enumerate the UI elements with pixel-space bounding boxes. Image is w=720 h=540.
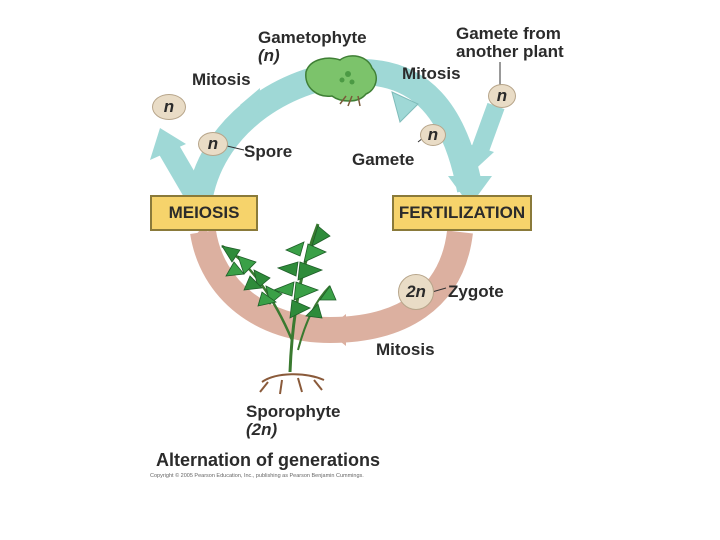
spore-label: Spore: [244, 142, 293, 161]
diagram-caption: Alternation of generations: [156, 450, 381, 470]
mitosis-arrowhead-left: [240, 88, 260, 118]
gamete-label: Gamete: [352, 150, 415, 169]
diploid-arrowhead: [192, 226, 214, 240]
spore-inner-ploidy: n: [198, 132, 228, 156]
sporophyte-label: Sporophyte: [246, 402, 341, 421]
sporophyte-ploidy-label: (2n): [246, 420, 278, 439]
zygote-ploidy: 2n: [398, 274, 434, 310]
other-gamete-ploidy: n: [488, 84, 516, 108]
fertilization-box: FERTILIZATION: [392, 195, 532, 231]
gamete-from-label-line1: Gamete from: [456, 24, 561, 43]
sporophyte-fern: [221, 223, 337, 373]
other-gamete-arrow: [471, 102, 505, 154]
haploid-arrowhead-right: [448, 176, 492, 206]
zygote-label: Zygote: [448, 282, 504, 301]
gamete-from-label-line2: another plant: [456, 42, 564, 61]
spore-arrowhead: [150, 128, 186, 160]
copyright-line: Copyright © 2005 Pearson Education, Inc.…: [150, 473, 364, 479]
gametophyte-label: Gametophyte: [258, 28, 367, 47]
spore-outer-ploidy: n: [152, 94, 186, 120]
meiosis-box: MEIOSIS: [150, 195, 258, 231]
mitosis-label-right: Mitosis: [402, 64, 461, 83]
mitosis-label-bottom: Mitosis: [376, 340, 435, 359]
gametophyte-ploidy-label: (n): [258, 46, 280, 65]
other-gamete-arrowhead: [462, 142, 494, 176]
gametophyte-illustration: [305, 55, 377, 107]
gamete-ploidy: n: [420, 124, 446, 146]
mitosis-arrow-bottom: [326, 314, 346, 346]
spore-arrow: [158, 142, 206, 202]
mitosis-label-left: Mitosis: [192, 70, 251, 89]
mitosis-arrow-right: [391, 91, 419, 123]
fern-roots: [259, 373, 325, 395]
